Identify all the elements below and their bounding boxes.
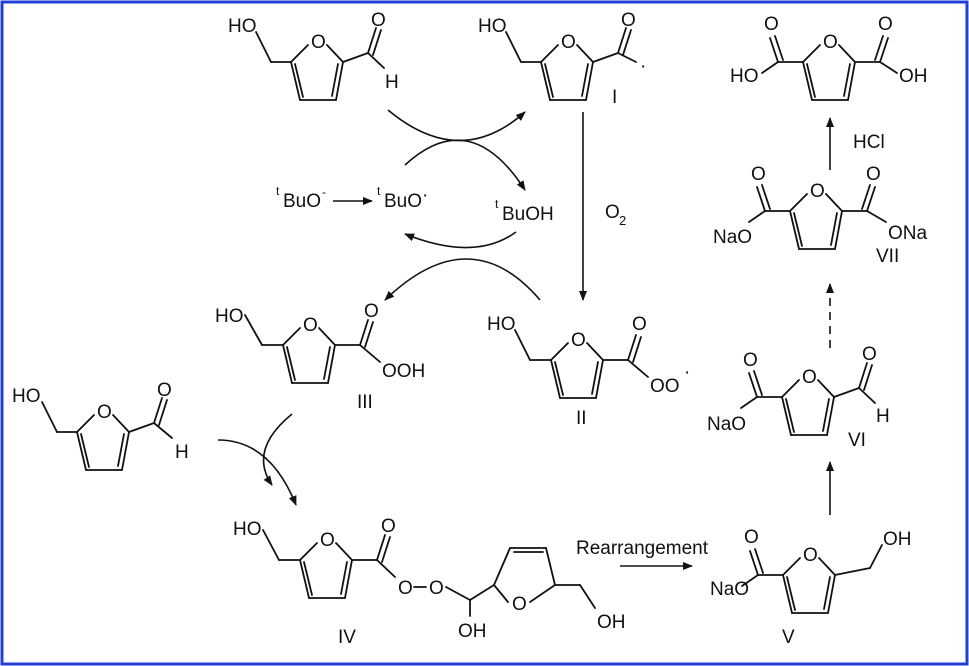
ring-oxygen-label: O xyxy=(97,402,112,423)
sodium-carboxylate-right-label: ONa xyxy=(888,223,928,244)
acyl-radical-I: HO O O · I xyxy=(478,10,646,108)
carbonyl-oxygen-label: O xyxy=(157,380,172,401)
arrow-hmf-addition xyxy=(217,439,297,506)
hcl-label: HCl xyxy=(853,132,885,153)
hemiacetal-oh-label: OH xyxy=(458,621,487,642)
compound-label-VI: VI xyxy=(848,430,866,451)
compound-label-IV: IV xyxy=(338,627,356,648)
criegee-adduct-IV: HO O O O O O OH OH IV xyxy=(233,516,626,648)
compound-label-I: I xyxy=(612,87,617,108)
compound-label-III: III xyxy=(357,392,373,413)
svg-text:-: - xyxy=(322,185,326,199)
carbonyl-right-label: O xyxy=(866,164,881,185)
arrow-hmf-to-radical xyxy=(387,109,526,142)
hydroxyl-right-label: OH xyxy=(899,66,928,87)
ring-oxygen-label: O xyxy=(810,181,825,202)
peroxy-acid-label: OOH xyxy=(382,361,425,382)
peroxide-oxygen-label: O xyxy=(398,578,413,599)
svg-text:t: t xyxy=(276,184,280,198)
peracid-III: HO O O OOH III xyxy=(215,301,425,413)
sodium-salt-VI: NaO O O O H VI xyxy=(707,344,890,451)
hydroxyl-label: HO xyxy=(215,306,244,327)
svg-text:O: O xyxy=(605,202,620,223)
hmf-top: HO O O H xyxy=(228,10,399,101)
arrow-tbuo-to-tbuoh xyxy=(404,139,526,191)
tbuo-anion: t BuO - xyxy=(276,184,326,212)
svg-text:BuO: BuO xyxy=(384,191,422,212)
svg-text:BuO: BuO xyxy=(283,191,321,212)
svg-text:·: · xyxy=(422,185,428,206)
sodium-salt-V: NaO O O OH V xyxy=(710,527,912,648)
tbuoh: t BuOH xyxy=(495,197,554,225)
peroxide-oxygen-2-label: O xyxy=(429,578,444,599)
ring-oxygen-2-label: O xyxy=(512,594,527,615)
hydroxyl-label: HO xyxy=(12,386,41,407)
ring-oxygen-label: O xyxy=(571,330,586,351)
rearrangement-label: Rearrangement xyxy=(576,538,709,559)
hydroxyl-label: HO xyxy=(233,519,262,540)
aldehyde-h-label: H xyxy=(876,406,890,427)
carbonyl-oxygen-label: O xyxy=(621,10,636,31)
compound-label-II: II xyxy=(576,408,587,429)
arrow-peroxyl-to-peracid xyxy=(384,258,541,301)
compound-label-V: V xyxy=(782,627,795,648)
hydroxyl-right-label: OH xyxy=(597,612,626,633)
hydroxyl-left-label: HO xyxy=(730,66,759,87)
hydroxyl-label: HO xyxy=(487,314,516,335)
svg-text:BuOH: BuOH xyxy=(502,204,554,225)
carbonyl-oxygen-label: O xyxy=(381,516,396,537)
svg-text:2: 2 xyxy=(619,213,626,228)
carbonyl-right-label: O xyxy=(878,14,893,35)
ring-oxygen-label: O xyxy=(803,545,818,566)
carbonyl-oxygen-label: O xyxy=(743,350,758,371)
svg-text:t: t xyxy=(377,184,381,198)
compound-label-VII: VII xyxy=(876,246,899,267)
sodium-carboxylate-left-label: NaO xyxy=(713,227,752,248)
fdca: HO O O O OH xyxy=(730,14,928,101)
ring-oxygen-label: O xyxy=(320,530,335,551)
carbonyl-left-label: O xyxy=(764,14,779,35)
oxygen-reagent: O 2 xyxy=(605,202,626,228)
carbonyl-oxygen-label: O xyxy=(371,10,386,31)
ring-oxygen-label: O xyxy=(802,367,817,388)
carbonyl-oxygen-label: O xyxy=(744,527,759,548)
ring-oxygen-label: O xyxy=(311,32,326,53)
ring-oxygen-label: O xyxy=(561,32,576,53)
aldehyde-oxygen-label: O xyxy=(862,344,877,365)
sodium-carboxylate-label: NaO xyxy=(707,414,746,435)
aldehyde-h-label: H xyxy=(175,442,189,463)
arrow-peracid-addition xyxy=(262,413,293,486)
aldehyde-h-label: H xyxy=(385,72,399,93)
radical-dot: · xyxy=(640,56,646,77)
arrow-tbuoh-to-tbuo xyxy=(404,231,517,249)
peroxyl-label: OO xyxy=(650,376,680,397)
carbonyl-oxygen-label: O xyxy=(364,301,379,322)
ring-oxygen-label: O xyxy=(303,315,318,336)
ring-oxygen-label: O xyxy=(823,32,838,53)
carbonyl-left-label: O xyxy=(751,164,766,185)
hydroxyl-label: HO xyxy=(478,16,507,37)
svg-text:t: t xyxy=(495,197,499,211)
radical-dot: · xyxy=(684,362,690,383)
hmf-left: HO O O H xyxy=(12,380,189,471)
disodium-salt-VII: NaO O O O ONa VII xyxy=(713,164,928,267)
carbonyl-oxygen-label: O xyxy=(632,314,647,335)
sodium-carboxylate-label: NaO xyxy=(710,579,749,600)
peroxyl-radical-II: HO O O OO · II xyxy=(487,314,690,429)
tbuo-radical: t BuO · xyxy=(377,184,428,212)
hydroxyl-label: OH xyxy=(883,529,912,550)
hydroxyl-label: HO xyxy=(228,16,257,37)
